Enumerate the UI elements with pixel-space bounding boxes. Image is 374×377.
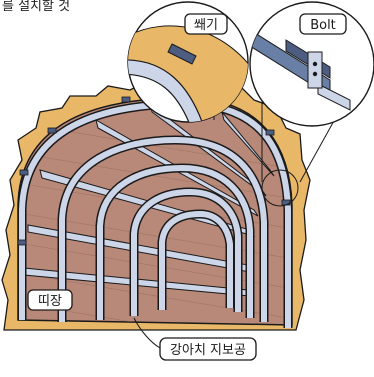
support-label-tag: 강아치 지보공 <box>133 317 257 361</box>
wedge-label-tag: 쐐기 <box>184 13 228 35</box>
caption-text: 를 설치할 것 <box>2 0 71 14</box>
lagging-label-tag: 띠장 <box>27 289 73 311</box>
wedge-label: 쐐기 <box>194 18 218 33</box>
lagging-label: 띠장 <box>38 294 62 309</box>
bolt-label-tag: Bolt <box>299 13 347 35</box>
detail-marker <box>261 169 299 207</box>
support-label: 강아치 지보공 <box>170 343 246 358</box>
wedge-detail-bubble <box>127 1 249 123</box>
bolt-label: Bolt <box>310 18 336 33</box>
